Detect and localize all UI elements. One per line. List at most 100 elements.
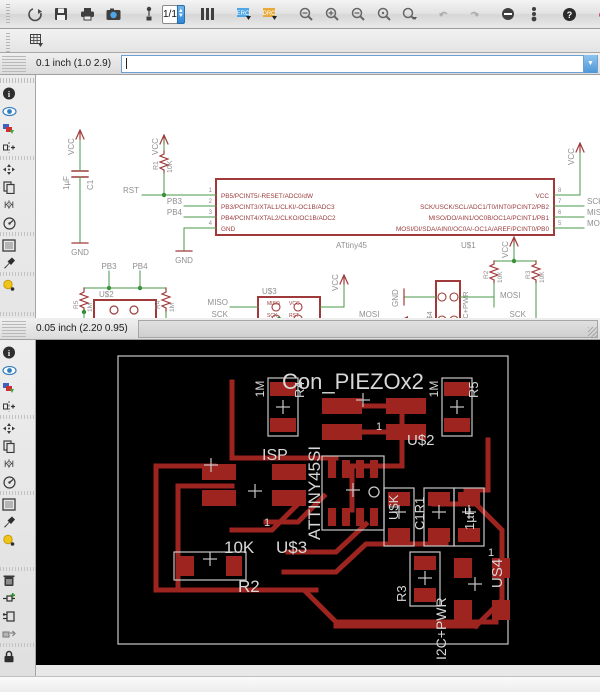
copy-icon[interactable]	[0, 178, 18, 196]
schematic-part-attiny45: PB3 PB4 GND 1 2 3 4	[163, 142, 600, 265]
zoom-in-icon[interactable]	[320, 3, 344, 26]
paste-icon[interactable]	[0, 531, 18, 549]
rotate-icon[interactable]	[0, 214, 18, 232]
svg-text:MISO: MISO	[267, 301, 280, 307]
group-icon[interactable]	[0, 495, 18, 513]
erc-icon[interactable]: ERC	[232, 3, 256, 26]
group-icon[interactable]	[0, 236, 18, 254]
svg-text:10K: 10K	[539, 271, 546, 283]
grid-icon[interactable]	[25, 29, 49, 52]
camera-icon[interactable]	[101, 3, 125, 26]
change-icon[interactable]	[0, 513, 18, 531]
open-project-icon[interactable]	[23, 3, 47, 26]
info-icon[interactable]: i	[0, 84, 18, 102]
svg-text:R5: R5	[73, 300, 80, 309]
board-palette-blank-1	[0, 549, 18, 567]
stepper-up-icon[interactable]: ▲	[177, 8, 184, 14]
zoom-fit-icon[interactable]	[294, 3, 318, 26]
svg-text:K: K	[4, 200, 10, 210]
move-icon[interactable]	[0, 160, 18, 178]
command-bar-drag-handle[interactable]	[2, 56, 26, 72]
replace-icon[interactable]	[0, 625, 18, 643]
paste-icon[interactable]	[0, 276, 18, 294]
svg-text:1M: 1M	[427, 381, 441, 398]
display-layers-icon[interactable]	[0, 120, 18, 138]
zoom-out-icon[interactable]	[346, 3, 370, 26]
svg-text:1: 1	[376, 421, 382, 433]
schematic-command-bar: 0.1 inch (1.0 2.9) ▼	[0, 53, 600, 75]
svg-text:K: K	[8, 459, 14, 469]
svg-text:R1: R1	[153, 161, 160, 170]
drc-icon[interactable]: DRC	[258, 3, 282, 26]
lock-icon[interactable]	[0, 647, 18, 665]
secondary-toolbar	[0, 29, 600, 54]
board-command-bar-drag-handle[interactable]	[2, 321, 26, 337]
add-part-icon[interactable]	[0, 589, 18, 607]
sheet-number-input[interactable]: 1/1	[162, 4, 178, 24]
stop-icon[interactable]	[496, 3, 520, 26]
board-outline	[117, 355, 509, 645]
secondary-toolbar-drag-handle[interactable]	[4, 33, 10, 54]
board-command-input[interactable]	[137, 319, 598, 338]
zoom-select-icon[interactable]	[372, 3, 396, 26]
run-script-icon[interactable]	[522, 3, 546, 26]
origin-markers	[203, 393, 482, 591]
board-corner-grip[interactable]	[588, 327, 598, 337]
library-icon[interactable]	[196, 3, 220, 26]
board-canvas[interactable]: .cu { fill:#9e2420; } .cus { stroke:#9e2…	[36, 340, 600, 665]
help-icon[interactable]: ?	[558, 3, 582, 26]
svg-text:U$2: U$2	[99, 290, 114, 299]
pinswap-icon[interactable]	[0, 607, 18, 625]
redo-icon[interactable]	[460, 3, 484, 26]
display-layers-icon[interactable]	[0, 379, 18, 397]
svg-text:SCK: SCK	[212, 310, 229, 318]
mirror-icon[interactable]	[0, 138, 18, 156]
print-icon[interactable]	[75, 3, 99, 26]
svg-text:PB3/PCINT3/XTAL1/CLKI/-OC1B/AD: PB3/PCINT3/XTAL1/CLKI/-OC1B/ADC3	[221, 204, 335, 211]
svg-text:8: 8	[558, 188, 562, 194]
svg-text:5: 5	[558, 221, 562, 227]
svg-text:R2: R2	[238, 577, 260, 596]
copy-icon[interactable]	[0, 437, 18, 455]
svg-text:RST: RST	[123, 186, 139, 195]
schematic-part-r1: VCC R1 10K RST	[123, 134, 174, 198]
sheet-icon[interactable]	[137, 3, 161, 26]
show-icon[interactable]	[0, 361, 18, 379]
board-palette-sep-2	[0, 491, 35, 495]
window-footer	[0, 676, 600, 692]
designlink-logo[interactable]: design link ▼	[599, 7, 600, 21]
schematic-canvas[interactable]: VCC 1µF C1 GND	[36, 75, 600, 318]
svg-text:RST: RST	[289, 313, 299, 318]
svg-text:R3: R3	[394, 585, 409, 602]
svg-text:4: 4	[209, 221, 213, 227]
svg-text:1µF: 1µF	[462, 507, 477, 530]
mirror-icon[interactable]	[0, 397, 18, 415]
palette-drag-handle[interactable]	[0, 78, 35, 83]
svg-text:SCK: SCK	[267, 313, 278, 318]
save-icon[interactable]	[49, 3, 73, 26]
svg-text:K: K	[4, 459, 10, 469]
svg-text:GND: GND	[391, 289, 400, 307]
board-coordinate-label: 0.05 inch (2.20 0.95)	[36, 322, 128, 334]
stepper-down-icon[interactable]: ▼	[177, 13, 184, 19]
delete-icon[interactable]	[0, 571, 18, 589]
palette-group-separator-2	[0, 232, 35, 236]
show-icon[interactable]	[0, 102, 18, 120]
undo-icon[interactable]	[434, 3, 458, 26]
command-history-dropdown-icon[interactable]: ▼	[583, 54, 597, 73]
toolbar-drag-handle[interactable]	[4, 4, 10, 25]
svg-text:PB3: PB3	[101, 262, 117, 271]
svg-text:I2C+PWR: I2C+PWR	[461, 291, 470, 318]
change-icon[interactable]	[0, 254, 18, 272]
move-icon[interactable]	[0, 419, 18, 437]
schematic-command-input[interactable]: ▼	[121, 54, 598, 73]
rotate-icon[interactable]	[0, 473, 18, 491]
sheet-stepper[interactable]: ▲ ▼	[176, 4, 185, 24]
zoom-redraw-icon[interactable]	[398, 3, 422, 26]
svg-text:SCK: SCK	[510, 310, 527, 318]
palette-group-separator-4	[0, 312, 35, 316]
info-icon[interactable]: i	[0, 343, 18, 361]
